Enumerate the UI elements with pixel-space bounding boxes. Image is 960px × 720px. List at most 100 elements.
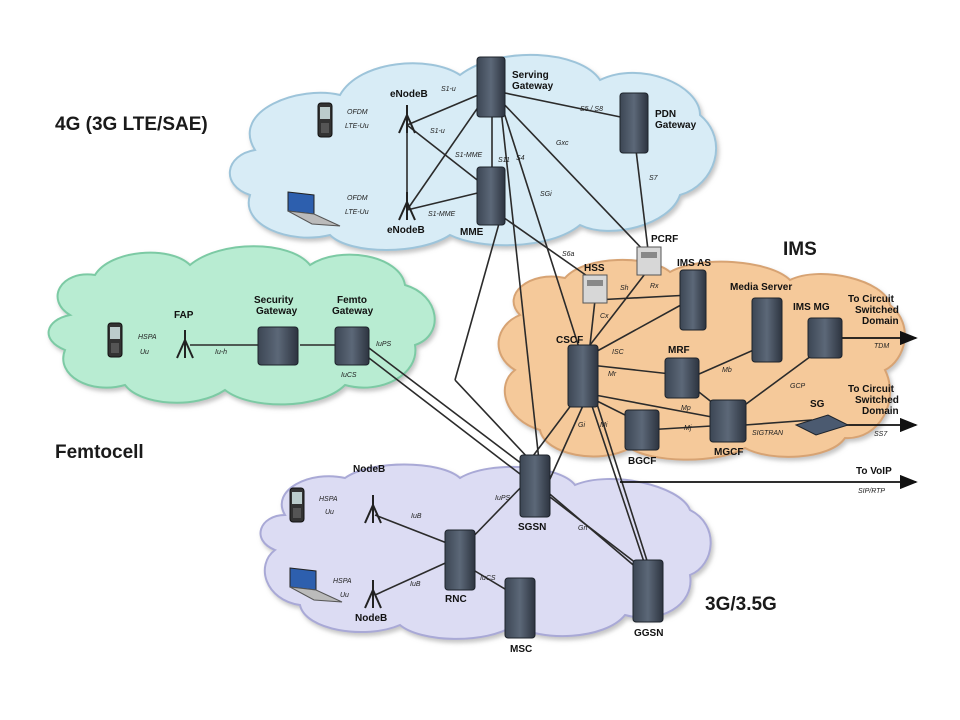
- interface-label-sh: Sh: [620, 285, 629, 292]
- server-icon: [519, 454, 551, 518]
- interface-label-mr: Mr: [608, 371, 617, 378]
- interface-label-lte-uu-1: LTE-Uu: [345, 123, 369, 130]
- node-label-serving-gateway: Serving Gateway: [512, 70, 554, 92]
- node-label-cscf: CSCF: [556, 335, 583, 346]
- node-label-line: Serving: [512, 70, 549, 81]
- interface-label-mi: Mi: [600, 422, 608, 429]
- antenna-icon: [176, 330, 194, 359]
- interface-label-s1mme-a: S1-MME: [455, 152, 483, 159]
- interface-label-mb: Mb: [722, 367, 732, 374]
- server-icon: [476, 166, 506, 226]
- mobile-phone-icon: [289, 487, 305, 523]
- external-label-line: To Circuit: [848, 384, 895, 395]
- node-label-femto-gateway: Femto Gateway: [332, 295, 374, 317]
- node-label-enodeb-bottom: eNodeB: [387, 225, 425, 236]
- region-label-ims: IMS: [783, 239, 817, 260]
- interface-label-iups: IuPS: [495, 495, 511, 502]
- node-label-line: Femto: [337, 295, 367, 306]
- node-label-line: Security: [254, 295, 294, 306]
- interface-label-iucs: IuCS: [480, 575, 496, 582]
- interface-label-mp: Mp: [681, 405, 691, 412]
- node-label-enodeb-top: eNodeB: [390, 89, 428, 100]
- interface-label-hspa-femto: HSPA: [138, 334, 157, 341]
- interface-label-s6a: S6a: [562, 251, 575, 258]
- interface-label-iucs-femto: IuCS: [341, 372, 357, 379]
- node-label-line: Gateway: [512, 81, 554, 92]
- node-label-sgsn: SGSN: [518, 522, 546, 533]
- interface-label-uu-1: Uu: [325, 509, 334, 516]
- interface-label-gcp: GCP: [790, 383, 806, 390]
- interface-label-s1u-a: S1-u: [441, 86, 456, 93]
- node-label-fap: FAP: [174, 310, 194, 321]
- interface-label-s1u-b: S1-u: [430, 128, 445, 135]
- interface-label-s11: S11: [498, 157, 510, 164]
- node-label-pcrf: PCRF: [651, 234, 678, 245]
- server-icon: [476, 56, 506, 118]
- laptop-icon: [289, 567, 343, 603]
- external-label-line: Domain: [862, 406, 899, 417]
- interface-label-hspa-2: HSPA: [333, 578, 352, 585]
- server-icon: [504, 577, 536, 639]
- interface-label-s4: S4: [516, 155, 525, 162]
- interface-label-isc: ISC: [612, 349, 625, 356]
- external-label-line: Switched: [855, 305, 899, 316]
- server-icon: [679, 269, 707, 331]
- interface-label-s5s8: S5 / S8: [580, 106, 603, 113]
- server-icon: [444, 529, 476, 591]
- external-label-line: Domain: [862, 316, 899, 327]
- interface-label-ss7: SS7: [874, 431, 888, 438]
- node-label-security-gateway: Security Gateway: [254, 295, 298, 317]
- node-label-ims-mg: IMS MG: [793, 302, 830, 313]
- node-label-nodeb-bottom: NodeB: [355, 613, 387, 624]
- interface-label-sgi: SGi: [540, 191, 552, 198]
- interface-label-iub-2: IuB: [410, 581, 421, 588]
- interface-label-sigtran: SIGTRAN: [752, 430, 784, 437]
- server-icon: [567, 344, 599, 408]
- node-label-ims-as: IMS AS: [677, 258, 711, 269]
- external-label-line: Switched: [855, 395, 899, 406]
- interface-label-hspa-1: HSPA: [319, 496, 338, 503]
- cube-server-icon: [709, 399, 747, 443]
- cloud-femtocell: [47, 245, 436, 406]
- pcrf-box-icon: [636, 246, 662, 276]
- antenna-icon: [398, 105, 416, 134]
- interface-label-uu-femto: Uu: [140, 349, 149, 356]
- mobile-phone-icon: [107, 322, 123, 358]
- interface-label-cx: Cx: [600, 313, 609, 320]
- interface-label-iups-femto: IuPS: [376, 341, 392, 348]
- external-label-circuit-1: To Circuit Switched Domain: [848, 294, 902, 327]
- interface-label-mj: Mj: [684, 425, 692, 432]
- hss-box-icon: [582, 274, 608, 304]
- node-label-sg: SG: [810, 399, 825, 410]
- cloud-lte: [229, 53, 717, 251]
- interface-label-ofdm-1: OFDM: [347, 109, 368, 116]
- cube-server-icon: [664, 357, 700, 399]
- node-label-mme: MME: [460, 227, 484, 238]
- node-label-media-server: Media Server: [730, 282, 792, 293]
- server-icon: [751, 297, 783, 363]
- interface-label-sip-rtp: SIP/RTP: [858, 488, 885, 495]
- region-label-lte: 4G (3G LTE/SAE): [55, 114, 208, 135]
- interface-label-ofdm-2: OFDM: [347, 195, 368, 202]
- cube-server-icon: [257, 326, 299, 366]
- node-label-line: PDN: [655, 109, 676, 120]
- region-label-femtocell: Femtocell: [55, 442, 144, 463]
- antenna-icon: [364, 580, 382, 609]
- node-label-msc: MSC: [510, 644, 532, 655]
- interface-label-lte-uu-2: LTE-Uu: [345, 209, 369, 216]
- interface-label-tdm: TDM: [874, 343, 889, 350]
- cube-server-icon: [334, 326, 370, 366]
- interface-label-s7: S7: [649, 175, 659, 182]
- antenna-icon: [398, 192, 416, 221]
- cube-server-icon: [807, 317, 843, 359]
- server-icon: [619, 92, 649, 154]
- external-label-circuit-2: To Circuit Switched Domain: [848, 384, 902, 417]
- interface-labels: OFDM LTE-Uu OFDM LTE-Uu S1-u S1-u S1-MME…: [138, 86, 806, 599]
- interface-label-gn: Gn: [578, 525, 587, 532]
- sg-box-icon: [794, 414, 850, 436]
- node-label-ggsn: GGSN: [634, 628, 663, 639]
- node-label-rnc: RNC: [445, 594, 467, 605]
- node-label-nodeb-top: NodeB: [353, 464, 385, 475]
- node-label-mrf: MRF: [668, 345, 690, 356]
